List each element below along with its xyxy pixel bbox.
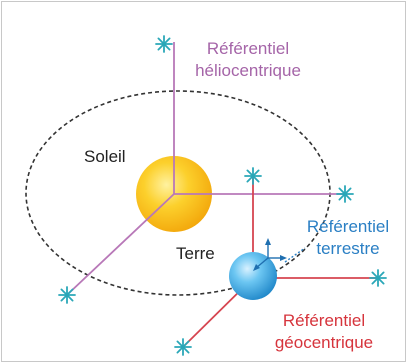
earth xyxy=(229,252,277,300)
terrestrial-axes xyxy=(253,238,287,271)
star-icon xyxy=(244,167,262,185)
terrestrial-pointer xyxy=(284,247,306,263)
star-icon xyxy=(155,35,173,53)
star-icon xyxy=(336,185,354,203)
heliocentric-label-line2: héliocentrique xyxy=(195,61,301,80)
sun-label: Soleil xyxy=(84,147,126,166)
star-icon xyxy=(58,286,76,304)
star-icon xyxy=(174,338,192,356)
geocentric-label: Référentiel géocentrique xyxy=(264,310,384,354)
terrestrial-label: Référentiel terrestre xyxy=(300,216,396,260)
heliocentric-label: Référentiel héliocentrique xyxy=(182,38,314,82)
earth-orbit xyxy=(25,90,331,296)
heliocentric-label-line1: Référentiel xyxy=(206,39,290,58)
terrestrial-label-line1: Référentiel xyxy=(306,217,390,236)
star-icon xyxy=(369,269,387,287)
earth-label: Terre xyxy=(176,244,215,263)
geocentric-label-line1: Référentiel xyxy=(282,311,366,330)
geocentric-label-line2: géocentrique xyxy=(274,333,374,352)
terrestrial-label-line2: terrestre xyxy=(316,239,380,258)
heliocentric-axes xyxy=(67,42,344,295)
